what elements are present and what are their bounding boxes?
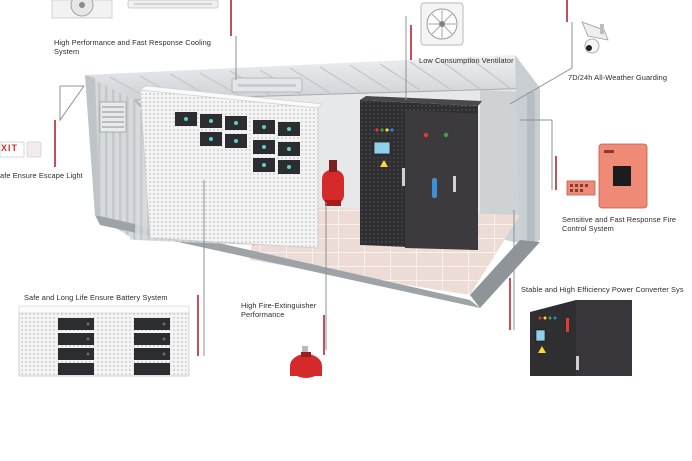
power-converter-image [530, 300, 632, 376]
label-cooling-system: High Performance and Fast Response Cooli… [54, 38, 212, 56]
label-power-converter: Stable and High Efficiency Power Convert… [521, 285, 684, 294]
fire-control-panels-image [566, 143, 648, 209]
fire-extinguisher-image [290, 346, 322, 378]
label-fire-control: Sensitive and Fast Response Fire Control… [562, 215, 677, 233]
ventilator-fan-image [420, 2, 464, 46]
label-guarding: 7D/24h All-Weather Guarding [568, 73, 668, 82]
extinguisher-in-container [322, 160, 344, 206]
ceiling-cooling-unit [231, 77, 303, 93]
converter-cabinet [360, 96, 482, 250]
callout-lines [54, 0, 573, 356]
security-camera-image [581, 21, 609, 54]
label-ventilator: Low Consumption Ventilator [419, 56, 514, 65]
battery-rack-image [18, 305, 190, 377]
label-escape-light: afe Ensure Escape Light [0, 171, 83, 180]
battery-racks [139, 85, 323, 249]
vent-grille [99, 101, 127, 133]
exit-sign-image [0, 141, 42, 158]
exit-sign-text: XIT [1, 143, 19, 153]
label-battery-system: Safe and Long Life Ensure Battery System [24, 293, 168, 302]
label-extinguisher: High Fire-Extinguisher Performance [241, 301, 317, 319]
ac-unit-image [51, 0, 219, 19]
